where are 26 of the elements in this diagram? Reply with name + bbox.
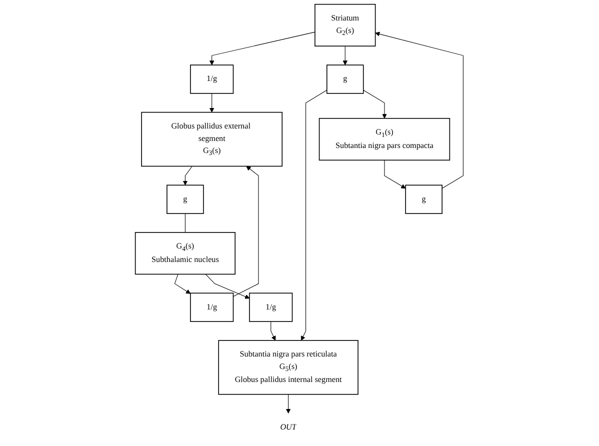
arrow bbox=[301, 90, 328, 341]
arrow bbox=[270, 321, 276, 341]
connector bbox=[185, 213, 186, 233]
arrow bbox=[183, 166, 193, 186]
arrow bbox=[384, 160, 406, 189]
arrow bbox=[210, 32, 316, 66]
arrow bbox=[174, 274, 191, 294]
arrow bbox=[342, 46, 348, 66]
arrow bbox=[233, 166, 259, 297]
node-box: G$_{1}$(s) Subtantia nigra pars compacta bbox=[319, 118, 450, 161]
node-box: Globus pallidus external segment G$_{3}$(s) bbox=[141, 112, 283, 167]
node-box: Subtantia nigra pars reticulata G$_{5}$(s) Globus pallidus internal segment bbox=[218, 340, 359, 395]
arrow bbox=[286, 394, 291, 414]
node-box: Striatum G$_{2}$(s) bbox=[314, 4, 376, 46]
node-box: g bbox=[405, 184, 443, 214]
node-box: g bbox=[326, 64, 364, 94]
node-box: g bbox=[166, 184, 204, 214]
node-box: G$_{4}$(s) Subthalamic nucleus bbox=[135, 232, 236, 275]
arrow bbox=[375, 32, 464, 189]
arrow bbox=[210, 93, 214, 113]
node-box: 1/g bbox=[190, 64, 234, 94]
node-text: OUT bbox=[280, 423, 297, 432]
node-box: 1/g bbox=[249, 292, 293, 322]
node-box: 1/g bbox=[190, 292, 234, 322]
arrow bbox=[205, 274, 250, 299]
arrow bbox=[363, 90, 388, 119]
